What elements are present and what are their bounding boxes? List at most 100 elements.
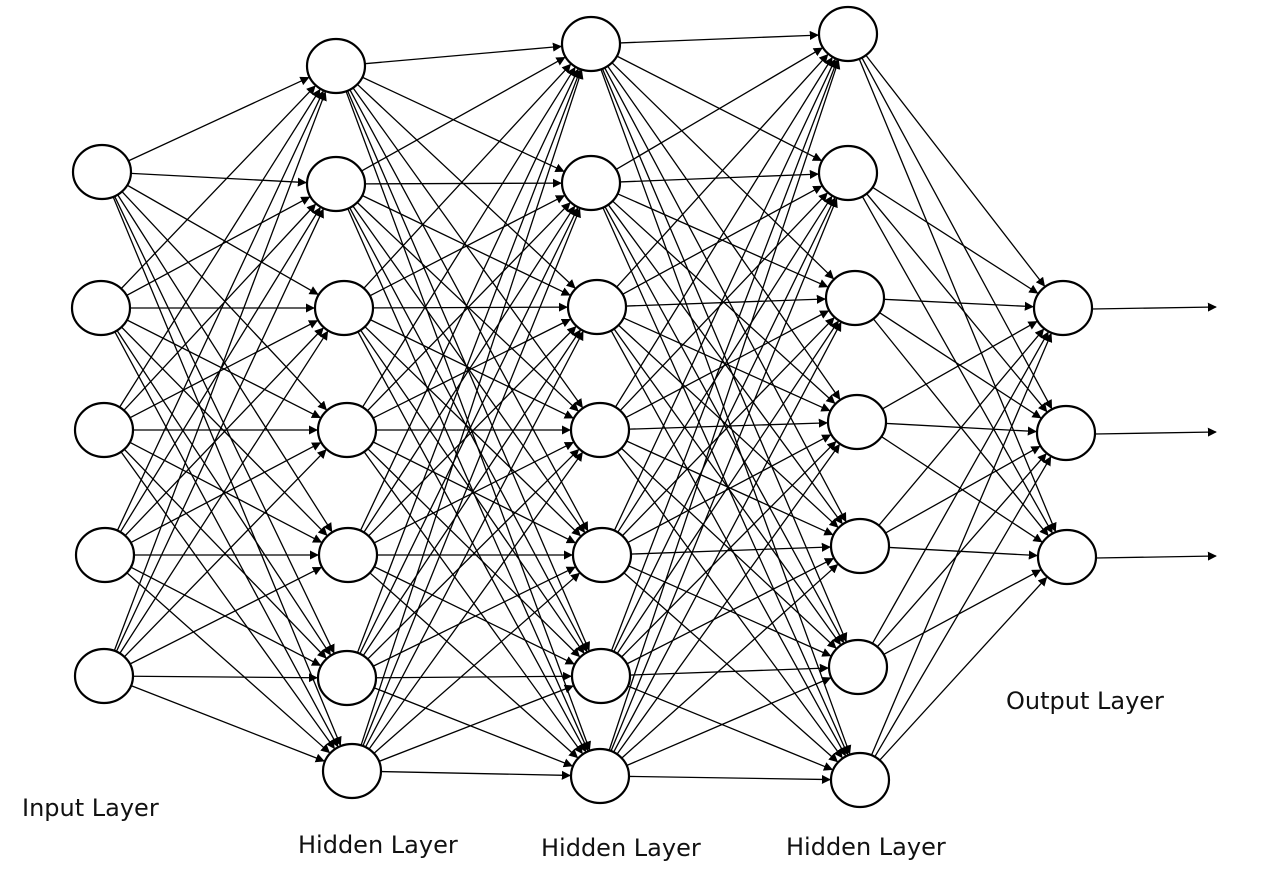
output-arrows	[1091, 302, 1217, 561]
connection-arrow	[362, 329, 581, 656]
connection-arrow	[870, 332, 1053, 756]
connection-arrow	[356, 201, 579, 412]
connection-arrow	[375, 671, 572, 681]
connection-arrow	[628, 774, 831, 784]
connection-arrow	[369, 195, 566, 297]
connection-arrow	[626, 676, 832, 767]
connection-arrow	[625, 310, 830, 419]
connection-arrow	[126, 196, 311, 296]
connection-arrow	[619, 30, 819, 44]
connection-arrow	[367, 448, 581, 658]
hidden-3-neuron	[817, 144, 879, 202]
hidden-1-neuron	[317, 526, 379, 584]
connection-arrow	[621, 317, 835, 537]
connection-arrow	[616, 320, 839, 654]
connection-arrow	[129, 566, 322, 665]
connection-arrow	[616, 53, 829, 288]
hidden-3-neuron	[827, 638, 889, 696]
connection-arrow	[363, 451, 583, 755]
connection-arrow	[364, 42, 563, 65]
connection-arrow	[622, 185, 823, 295]
connection-arrow	[628, 418, 828, 430]
connection-arrow	[617, 195, 833, 533]
connection-arrow	[373, 687, 573, 768]
connection-arrow	[600, 69, 852, 755]
connection-arrow	[616, 451, 843, 759]
connection-arrow	[352, 87, 583, 409]
connection-arrow	[619, 169, 819, 183]
connection-arrow	[126, 572, 331, 754]
output-neuron	[1032, 279, 1094, 337]
connection-arrow	[885, 445, 1041, 534]
connection-arrow	[361, 194, 571, 296]
hidden-1-neuron	[321, 742, 383, 800]
connection-arrow	[364, 330, 584, 748]
connection-arrow	[619, 192, 828, 412]
hidden-1-neuron	[305, 37, 367, 95]
connection-arrow	[888, 546, 1038, 560]
connection-arrows	[112, 30, 1057, 784]
input-neuron	[71, 143, 133, 201]
output-layer-label: Output Layer	[1006, 687, 1164, 715]
connection-arrow	[608, 59, 841, 751]
connection-arrow	[120, 85, 316, 290]
connection-arrow	[368, 451, 583, 750]
connection-arrow	[630, 542, 831, 555]
hidden-2-neuron	[566, 278, 628, 336]
connection-arrow	[361, 66, 576, 408]
hidden-3-neuron	[829, 517, 891, 575]
connection-arrow	[879, 576, 1048, 761]
hidden-2-neuron	[569, 747, 631, 805]
connection-arrow	[368, 326, 577, 537]
connection-arrow	[883, 298, 1034, 311]
connection-arrow	[128, 76, 310, 162]
connection-arrow	[123, 203, 317, 411]
input-neuron	[74, 526, 136, 584]
connection-arrow	[360, 69, 584, 746]
connection-arrow	[380, 770, 571, 780]
connection-arrow	[362, 208, 581, 747]
connection-arrow	[356, 69, 582, 654]
connection-arrow	[114, 196, 335, 654]
connection-arrow	[129, 320, 319, 419]
connection-arrow	[373, 566, 575, 665]
hidden-3-neuron	[817, 5, 879, 63]
connection-arrow	[865, 54, 1046, 287]
connection-arrow	[361, 56, 566, 172]
connection-arrow	[121, 191, 327, 411]
connection-arrow	[861, 57, 1053, 410]
connection-arrow	[613, 58, 836, 531]
connection-arrow	[359, 68, 579, 531]
connection-arrow	[378, 684, 574, 762]
connection-arrow	[349, 89, 589, 532]
connection-arrow	[613, 197, 836, 653]
connection-arrow	[882, 320, 1038, 410]
connection-arrow	[112, 196, 342, 747]
connection-arrow	[114, 331, 339, 748]
hidden-1-neuron	[316, 649, 378, 707]
hidden-3-neuron	[829, 751, 891, 809]
connection-arrow	[372, 302, 568, 312]
output-neuron	[1036, 528, 1098, 586]
connection-arrow	[364, 178, 562, 188]
connection-arrow	[610, 330, 846, 757]
connection-arrow	[620, 447, 837, 649]
connection-arrow	[363, 205, 576, 533]
hidden-layer-3-label: Hidden Layer	[786, 833, 946, 861]
connection-arrow	[367, 448, 580, 660]
connection-arrow	[356, 83, 576, 289]
connection-arrow	[115, 208, 324, 652]
input-neuron	[73, 647, 135, 705]
output-arrow	[1094, 427, 1217, 437]
connection-arrow	[878, 328, 1045, 526]
connection-arrow	[373, 441, 574, 544]
hidden-3-neuron	[824, 269, 886, 327]
connection-arrow	[113, 91, 327, 651]
output-arrow	[1095, 551, 1217, 561]
hidden-2-neuron	[569, 401, 631, 459]
hidden-layer-2-label: Hidden Layer	[541, 834, 701, 862]
hidden-1-neuron	[316, 401, 378, 459]
hidden-3-neuron	[826, 393, 888, 451]
connection-arrow	[362, 76, 565, 172]
